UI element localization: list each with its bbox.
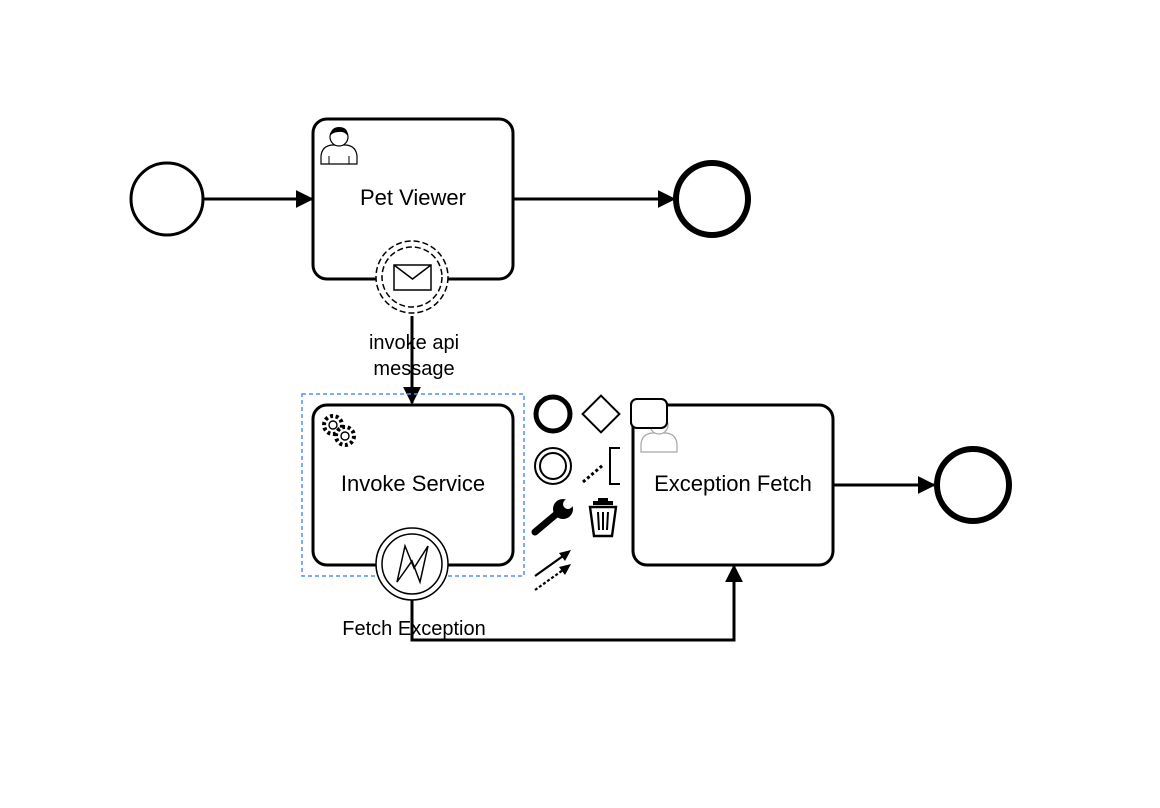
task-invoke-service[interactable]: Invoke Service [311,403,515,567]
lightning-icon [396,543,429,585]
task-exception-fetch[interactable]: Exception Fetch [631,403,835,567]
task-label: Invoke Service [341,471,485,496]
end-event-icon[interactable] [533,394,573,434]
task-label: Exception Fetch [654,471,812,496]
task-pet-viewer[interactable]: Pet Viewer [311,117,515,281]
wrench-icon[interactable] [531,499,573,536]
gateway-icon[interactable] [581,394,621,434]
message-boundary-event[interactable] [375,240,449,314]
intermediate-event-icon[interactable] [534,447,572,485]
end-event[interactable] [934,446,1012,524]
message-event-label-line2: message [373,358,454,380]
flow-error-to-exception-fetch[interactable] [410,564,743,642]
error-boundary-event[interactable] [375,527,449,601]
start-event[interactable] [129,161,205,237]
context-pad [531,394,668,591]
error-event-label: Fetch Exception [342,618,485,640]
text-annotation-icon[interactable] [582,447,620,485]
connect-arrow-icon[interactable] [534,550,571,591]
envelope-icon [393,264,432,291]
task-icon-overlay [630,398,668,429]
message-event-label-line1: invoke api [369,332,459,354]
gear-icon [322,414,356,447]
end-event[interactable] [673,160,751,238]
user-icon [320,127,358,165]
trash-icon[interactable] [588,498,618,538]
task-label: Pet Viewer [360,185,466,210]
